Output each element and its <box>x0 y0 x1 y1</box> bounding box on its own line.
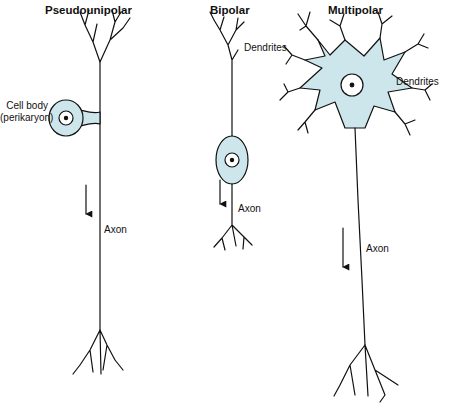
axon-line <box>99 62 100 330</box>
nucleolus <box>64 116 67 119</box>
nucleus <box>59 111 73 125</box>
structure-label: Cell body (perikaryon) <box>0 100 48 124</box>
cell-body <box>49 100 83 136</box>
direction-arrow <box>85 185 86 214</box>
column-heading: Multipolar <box>328 4 418 16</box>
structure-label: Axon <box>366 243 416 255</box>
structure-label: Axon <box>238 203 288 215</box>
axon-terminals <box>334 345 398 402</box>
structure-label: Dendrites <box>396 76 458 88</box>
dendrite-branches <box>210 12 244 136</box>
nucleolus <box>230 158 233 161</box>
multipolar-neuron <box>280 12 432 402</box>
column-heading: Bipolar <box>210 4 290 16</box>
nucleus <box>341 74 363 96</box>
dendrite-branches <box>280 12 432 135</box>
nucleolus <box>350 83 354 87</box>
structure-label: Dendrites <box>244 42 314 54</box>
axon-terminals <box>73 330 123 374</box>
dendrite-branches <box>80 10 130 62</box>
nucleus <box>225 153 239 167</box>
direction-arrow <box>219 180 220 204</box>
cell-body <box>300 38 412 128</box>
cell-body <box>216 136 248 184</box>
structure-label: Axon <box>104 224 154 236</box>
column-heading: Pseudounipolar <box>45 4 155 16</box>
direction-arrow <box>342 228 343 267</box>
pseudounipolar-neuron <box>49 10 130 374</box>
axon-line <box>355 128 365 345</box>
